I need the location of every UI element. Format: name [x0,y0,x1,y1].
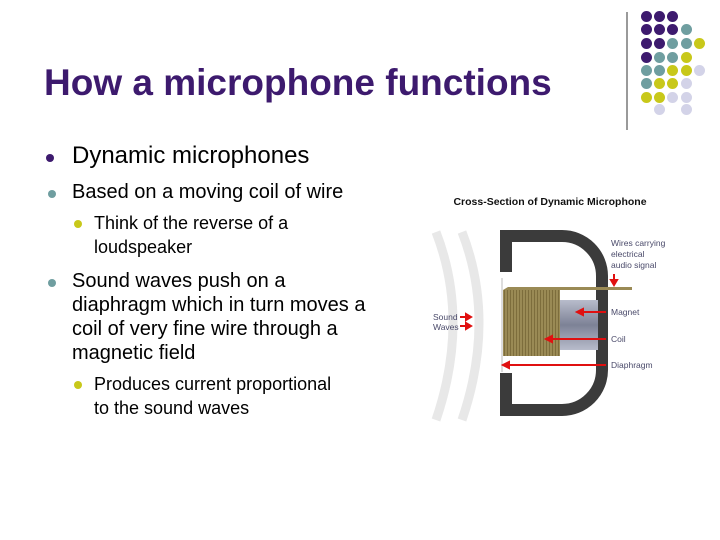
decor-dot [654,104,665,115]
decor-dot [641,24,652,35]
bullet-moving-coil: Based on a moving coil of wire [46,180,406,204]
microphone-housing [500,230,608,416]
decor-dot [654,11,665,22]
bullet-icon [46,154,54,162]
bullet-list: Dynamic microphones Based on a moving co… [46,142,406,420]
sound-wave-arc [431,230,458,422]
decor-dot [681,92,692,103]
label-diaphragm: Diaphragm [611,360,653,370]
diagram-title: Cross-Section of Dynamic Microphone [453,196,646,208]
decor-dot [681,65,692,76]
decor-dot [667,38,678,49]
bullet-text: Produces current proportional to the sou… [94,374,332,418]
decor-dot [641,38,652,49]
decor-dot [654,52,665,63]
label-sound-waves: Sound [433,312,458,322]
decor-dot [667,92,678,103]
bullet-icon [74,381,82,389]
bullet-text: Based on a moving coil of wire [72,181,344,203]
bullet-text: Think of the reverse of a loudspeaker [94,213,289,257]
decor-dot [654,92,665,103]
coil [503,290,560,356]
label-wires: electrical [611,249,645,259]
decor-dot [641,78,652,89]
decor-divider [626,12,628,130]
decor-dot [667,24,678,35]
decor-dot [681,78,692,89]
bullet-icon [74,220,82,228]
wire [503,287,632,290]
decor-dot [667,52,678,63]
slide-title: How a microphone functions [44,62,552,103]
bullet-text: Dynamic microphones [72,142,310,169]
decor-dot [667,78,678,89]
magnet [558,300,598,350]
bullet-dynamic-microphones: Dynamic microphones [46,142,406,170]
label-coil: Coil [611,334,626,344]
decor-dot [681,104,692,115]
decor-dot [654,24,665,35]
bullet-icon [48,190,56,198]
decor-dot [654,78,665,89]
decor-dot [694,65,705,76]
decor-dot [681,38,692,49]
decor-dot [681,24,692,35]
sound-wave-arc [457,230,484,422]
decor-dot [694,38,705,49]
decor-dot [641,11,652,22]
label-magnet: Magnet [611,307,640,317]
label-sound-waves: Waves [433,322,459,332]
bullet-icon [48,279,56,287]
decor-dot [654,38,665,49]
bullet-reverse-loudspeaker: Think of the reverse of a loudspeaker [72,211,334,259]
label-wires: Wires carrying [611,238,666,248]
label-wires: audio signal [611,260,656,270]
bullet-text: Sound waves push on a diaphragm which in… [72,270,366,364]
bullet-produces-current: Produces current proportional to the sou… [72,372,334,420]
decor-dot [667,11,678,22]
bullet-sound-waves: Sound waves push on a diaphragm which in… [46,269,372,365]
decor-dot [654,65,665,76]
decor-dot [667,65,678,76]
decor-dot [681,52,692,63]
diagram-arrows [460,274,619,370]
decor-dot [641,65,652,76]
decor-dot [641,52,652,63]
decor-dot [641,92,652,103]
